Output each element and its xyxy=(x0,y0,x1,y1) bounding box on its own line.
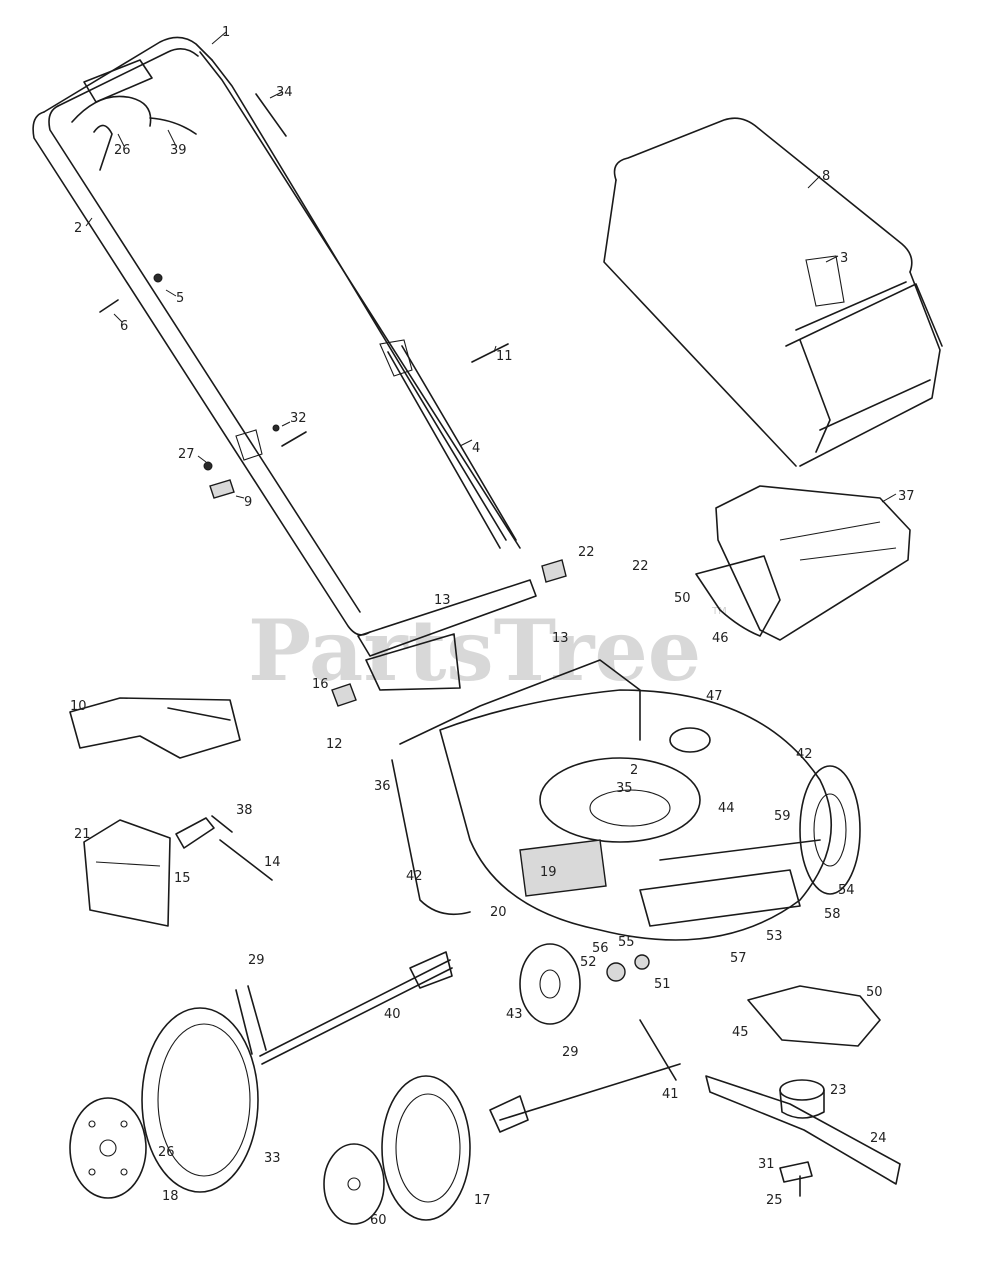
blade-adapter[interactable] xyxy=(747,985,881,1119)
callout-label: 23 xyxy=(830,1083,847,1098)
callout-label: 4 xyxy=(472,441,480,456)
callout-label: 26 xyxy=(114,143,131,158)
callout-label: 13 xyxy=(552,631,569,646)
callout-label: 36 xyxy=(374,779,391,794)
callout-label: 51 xyxy=(654,977,671,992)
callout-label: 19 xyxy=(540,865,557,880)
watermark-trademark: TM xyxy=(711,606,727,617)
cable xyxy=(149,117,197,135)
callout-label: 35 xyxy=(616,781,633,796)
callout-label: 29 xyxy=(248,953,265,968)
callout-label: 34 xyxy=(276,85,293,100)
rear-axle[interactable] xyxy=(235,951,453,1065)
callout-label: 8 xyxy=(822,169,830,184)
callout-label: 54 xyxy=(838,883,855,898)
callout-label: 22 xyxy=(632,559,649,574)
callout-label: 38 xyxy=(236,803,253,818)
lower-handle[interactable] xyxy=(235,339,517,549)
control-bail[interactable] xyxy=(71,59,153,171)
callout-label: 22 xyxy=(578,545,595,560)
callout-label: 1 xyxy=(222,25,230,40)
callout-label: 25 xyxy=(766,1193,783,1208)
callout-label: 50 xyxy=(866,985,883,1000)
callout-label: 24 xyxy=(870,1131,887,1146)
callout-label: 14 xyxy=(264,855,281,870)
callout-label: 52 xyxy=(580,955,597,970)
callout-label: 57 xyxy=(730,951,747,966)
side-chute[interactable] xyxy=(69,697,241,759)
callout-label: 11 xyxy=(496,349,513,364)
rear-wheel-left[interactable] xyxy=(141,1007,259,1193)
callout-label: 43 xyxy=(506,1007,523,1022)
callout-label: 41 xyxy=(662,1087,679,1102)
callout-label: 39 xyxy=(170,143,187,158)
callout-label: 42 xyxy=(406,869,423,884)
callout-label: 59 xyxy=(774,809,791,824)
blade-bolt xyxy=(779,1161,813,1197)
grass-bag[interactable] xyxy=(603,117,943,467)
callout-label: 29 xyxy=(562,1045,579,1060)
callout-label: 2 xyxy=(74,221,82,236)
callout-label: 53 xyxy=(766,929,783,944)
hubcap-left[interactable] xyxy=(69,1097,147,1199)
callout-label: 20 xyxy=(490,905,507,920)
rear-door[interactable] xyxy=(695,485,911,641)
callout-label: 9 xyxy=(244,495,252,510)
callout-label: 55 xyxy=(618,935,635,950)
callout-label: 37 xyxy=(898,489,915,504)
hubcap-front[interactable] xyxy=(323,1143,385,1225)
callout-label: 50 xyxy=(674,591,691,606)
callout-label: 60 xyxy=(370,1213,387,1228)
callout-label: 21 xyxy=(74,827,91,842)
callout-label: 15 xyxy=(174,871,191,886)
blade[interactable] xyxy=(705,1075,901,1185)
callout-label: 47 xyxy=(706,689,723,704)
callout-label: 33 xyxy=(264,1151,281,1166)
callout-label: 16 xyxy=(312,677,329,692)
callout-label: 17 xyxy=(474,1193,491,1208)
flap-hardware xyxy=(175,815,273,881)
callout-label: 42 xyxy=(796,747,813,762)
callout-label: 18 xyxy=(162,1189,179,1204)
callout-label: 6 xyxy=(120,319,128,334)
front-axle[interactable] xyxy=(489,1019,681,1133)
mower-deck[interactable] xyxy=(391,659,832,941)
callout-label: 2 xyxy=(630,763,638,778)
callout-label: 56 xyxy=(592,941,609,956)
callout-label: 12 xyxy=(326,737,343,752)
front-wheel[interactable] xyxy=(381,1075,471,1221)
callout-label: 13 xyxy=(434,593,451,608)
callout-label: 10 xyxy=(70,699,87,714)
callout-label: 5 xyxy=(176,291,184,306)
leader-lines xyxy=(85,31,897,503)
callout-label: 44 xyxy=(718,801,735,816)
callout-label: 40 xyxy=(384,1007,401,1022)
callout-label: 27 xyxy=(178,447,195,462)
deck-wheel xyxy=(799,765,861,895)
callout-labels: 1 34 26 39 8 3 2 5 6 11 32 27 9 4 37 22 … xyxy=(70,25,915,1228)
callout-label: 31 xyxy=(758,1157,775,1172)
front-wheel-adjuster[interactable] xyxy=(519,943,650,1025)
callout-label: 32 xyxy=(290,411,307,426)
pivot-bar[interactable] xyxy=(331,559,567,707)
callout-label: 46 xyxy=(712,631,729,646)
callout-label: 58 xyxy=(824,907,841,922)
callout-label: 3 xyxy=(840,251,848,266)
hardware-small xyxy=(99,93,509,499)
callout-label: 45 xyxy=(732,1025,749,1040)
callout-label: 26 xyxy=(158,1145,175,1160)
rear-flap[interactable] xyxy=(83,819,171,927)
